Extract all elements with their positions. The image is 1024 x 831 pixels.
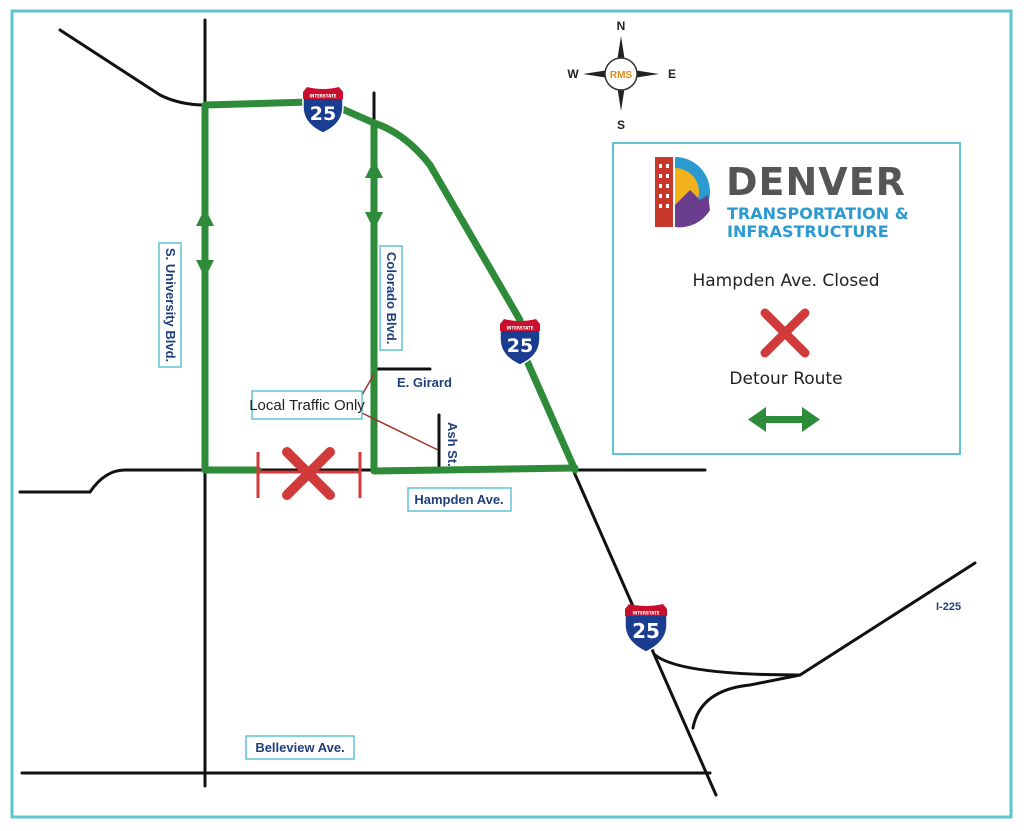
brand-title: DENVER xyxy=(726,160,906,204)
label-university: S. University Blvd. xyxy=(158,242,182,368)
svg-text:Colorado Blvd.: Colorado Blvd. xyxy=(384,252,399,344)
legend-detour-label: Detour Route xyxy=(729,369,842,389)
callout-lines xyxy=(361,373,439,451)
arrow-up-icon xyxy=(196,208,214,226)
i25-shield-icon: INTERSTATE 25 xyxy=(302,87,344,134)
compass-icon: RMS N S E W xyxy=(567,19,676,132)
svg-text:25: 25 xyxy=(507,335,533,357)
svg-text:E: E xyxy=(668,67,676,81)
label-i225: I-225 xyxy=(936,601,961,613)
road-hampden xyxy=(18,468,707,494)
denver-logo-icon xyxy=(655,157,710,228)
detour-route xyxy=(201,98,579,475)
road-northwest xyxy=(58,28,207,107)
local-traffic-box xyxy=(251,390,363,420)
road-i225 xyxy=(653,561,977,677)
svg-text:25: 25 xyxy=(310,103,336,125)
svg-text:RMS: RMS xyxy=(610,70,633,81)
local-traffic-label: Local Traffic Only xyxy=(249,397,365,414)
svg-text:INTERSTATE: INTERSTATE xyxy=(507,326,534,331)
svg-text:N: N xyxy=(617,19,626,33)
x-icon xyxy=(282,447,335,500)
svg-text:25: 25 xyxy=(632,619,660,643)
arrow-down-icon xyxy=(196,260,214,278)
brand-line-2: INFRASTRUCTURE xyxy=(727,222,889,241)
svg-text:INTERSTATE: INTERSTATE xyxy=(310,94,337,99)
legend-closed-label: Hampden Ave. Closed xyxy=(692,271,879,291)
map-frame xyxy=(10,9,1013,819)
svg-text:S: S xyxy=(617,118,625,132)
label-hampden: Hampden Ave. xyxy=(407,487,512,512)
arrow-up-icon xyxy=(365,160,383,178)
detour-i25-south-segment xyxy=(516,341,579,474)
detour-university xyxy=(201,98,314,474)
closure-marker xyxy=(256,447,362,500)
detour-hampden-east xyxy=(370,464,579,475)
label-girard: E. Girard xyxy=(397,375,452,390)
label-colorado: Colorado Blvd. xyxy=(379,245,403,351)
i25-shield-icon: INTERSTATE 25 xyxy=(499,319,541,366)
svg-text:W: W xyxy=(567,67,579,81)
label-belleview: Belleview Ave. xyxy=(245,735,355,760)
direction-arrows xyxy=(196,160,383,278)
arrow-down-icon xyxy=(365,212,383,230)
legend: DENVER TRANSPORTATION & INFRASTRUCTURE H… xyxy=(612,142,961,455)
svg-text:S. University Blvd.: S. University Blvd. xyxy=(163,248,178,362)
svg-text:Belleview Ave.: Belleview Ave. xyxy=(255,740,344,755)
label-ash: Ash St. xyxy=(445,422,460,467)
x-icon xyxy=(760,308,810,358)
brand-line-1: TRANSPORTATION & xyxy=(727,204,909,223)
svg-text:INTERSTATE: INTERSTATE xyxy=(633,611,660,616)
svg-text:Hampden Ave.: Hampden Ave. xyxy=(414,492,503,507)
i25-shield-icon: INTERSTATE 25 xyxy=(624,604,668,653)
road-i225-ramp xyxy=(691,673,802,730)
double-arrow-icon xyxy=(748,407,820,432)
